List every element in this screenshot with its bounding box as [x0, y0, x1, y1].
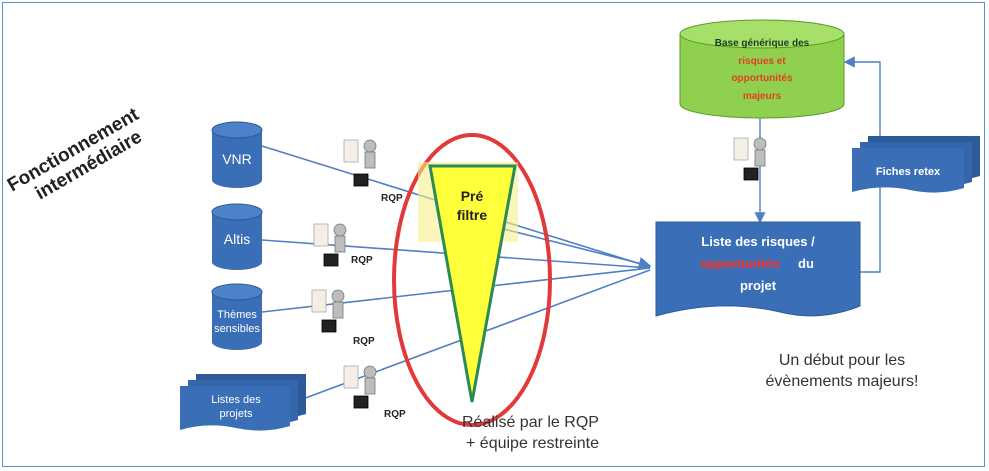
source-label-themes-1: Thèmes: [217, 309, 257, 321]
person-icon: [343, 365, 377, 409]
closing-note-line-1: Un début pour les: [778, 352, 906, 369]
source-label-altis: Altis: [224, 231, 250, 247]
rqp-person-icons: [311, 137, 767, 409]
generic-base-label-4: majeurs: [743, 91, 782, 102]
rqp-label: RQP: [381, 193, 403, 204]
closing-note: Un début pour les évènements majeurs!: [744, 350, 940, 392]
filter-label-2: filtre: [457, 207, 488, 223]
cylinder-altis[interactable]: [211, 203, 263, 270]
multidoc-fiches-retex[interactable]: [852, 136, 980, 193]
filter-label-1: Pré: [461, 188, 484, 204]
project-list-label-struck: opportunités: [700, 256, 779, 271]
project-list-label-2: du: [798, 256, 814, 271]
filter-ellipse: [392, 133, 552, 427]
filter-caption-line-2: + équipe restreinte: [466, 435, 599, 452]
person-icon: [311, 289, 345, 333]
generic-base-label-2: risques et: [738, 56, 786, 67]
source-label-vnr: VNR: [222, 151, 252, 167]
cylinder-vnr[interactable]: [211, 121, 263, 188]
rqp-label: RQP: [384, 409, 406, 420]
doc-project-list[interactable]: [655, 221, 861, 317]
generic-base-label-3: opportunités: [731, 73, 793, 84]
rqp-label: RQP: [353, 336, 375, 347]
feedback-sheets-label: Fiches retex: [876, 166, 941, 178]
project-list-label-1: Liste des risques /: [701, 234, 815, 249]
person-icon: [343, 139, 377, 187]
cylinder-generic-base[interactable]: [679, 19, 845, 119]
source-label-listes-1: Listes des: [211, 394, 261, 406]
cylinder-themes[interactable]: [211, 283, 263, 350]
rqp-label: RQP: [351, 255, 373, 266]
generic-base-label-1: Base générique des: [715, 38, 810, 49]
filter-caption-line-1: Réalisé par le RQP: [462, 414, 599, 431]
multidoc-listes-projets[interactable]: [180, 374, 306, 431]
closing-note-line-2: évènements majeurs!: [765, 373, 919, 390]
filter-funnel[interactable]: [428, 164, 517, 403]
person-icon: [733, 137, 767, 181]
person-icon: [313, 223, 347, 267]
source-label-themes-2: sensibles: [214, 323, 260, 335]
filter-caption: Réalisé par le RQP + équipe restreinte: [462, 412, 599, 454]
connector-filter: [499, 227, 652, 270]
project-list-label-3: projet: [740, 278, 777, 293]
source-label-listes-2: projets: [219, 408, 253, 420]
